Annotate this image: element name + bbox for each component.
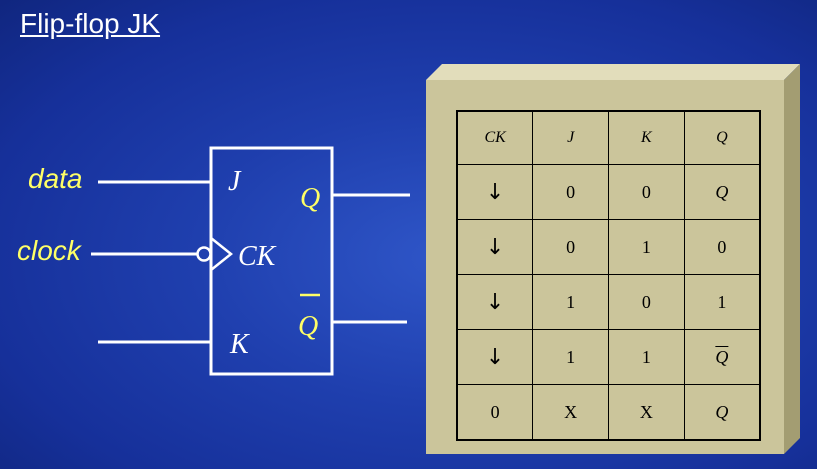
table-row: ↓ 1 0 1 xyxy=(456,274,761,330)
cell-j: 1 xyxy=(532,329,609,385)
slide-title: Flip-flop JK xyxy=(20,8,161,39)
clock-edge-triangle xyxy=(210,237,234,271)
cell-j: 0 xyxy=(532,164,609,220)
cell-j: 0 xyxy=(532,219,609,275)
cell-k: X xyxy=(608,384,685,441)
table-row: ↓ 1 1 Q xyxy=(456,329,761,385)
cell-k: 1 xyxy=(608,329,685,385)
cell-ck: ↓ xyxy=(456,329,534,385)
pin-qbar-label: Q xyxy=(298,311,318,342)
cell-k: 0 xyxy=(608,274,685,330)
header-ck: CK xyxy=(456,110,534,165)
cell-q: 0 xyxy=(683,219,761,275)
pin-ck-label: CK xyxy=(238,241,277,272)
cell-ck: ↓ xyxy=(456,164,534,220)
header-j: J xyxy=(532,110,609,165)
data-input-label: data xyxy=(28,163,83,194)
cell-j: 1 xyxy=(532,274,609,330)
cell-j: X xyxy=(532,384,609,441)
pin-q-label: Q xyxy=(300,183,320,214)
header-k: K xyxy=(608,110,685,165)
cell-q-complement: Q xyxy=(683,329,761,385)
table-row: ↓ 0 1 0 xyxy=(456,219,761,275)
flip-flop-box xyxy=(209,146,334,376)
clock-inversion-bubble xyxy=(196,246,212,262)
truth-table: CK J K Q ↓ 0 0 Q ↓ 0 1 0 ↓ 1 0 1 ↓ 1 1 Q xyxy=(456,110,761,441)
panel-side-bevel xyxy=(784,64,800,454)
cell-ck: ↓ xyxy=(456,274,534,330)
table-row: 0 X X Q xyxy=(456,384,761,441)
cell-q: 1 xyxy=(683,274,761,330)
truth-table-header-row: CK J K Q xyxy=(456,110,761,165)
cell-ck: 0 xyxy=(456,384,534,441)
cell-k: 1 xyxy=(608,219,685,275)
table-row: ↓ 0 0 Q xyxy=(456,164,761,220)
clock-input-label: clock xyxy=(17,235,81,266)
cell-q: Q xyxy=(683,164,761,220)
cell-q: Q xyxy=(683,384,761,441)
pin-j-label: J xyxy=(228,166,242,197)
cell-ck: ↓ xyxy=(456,219,534,275)
pin-k-label: K xyxy=(229,329,250,360)
header-q: Q xyxy=(683,110,761,165)
cell-k: 0 xyxy=(608,164,685,220)
panel-top-bevel xyxy=(426,64,800,80)
